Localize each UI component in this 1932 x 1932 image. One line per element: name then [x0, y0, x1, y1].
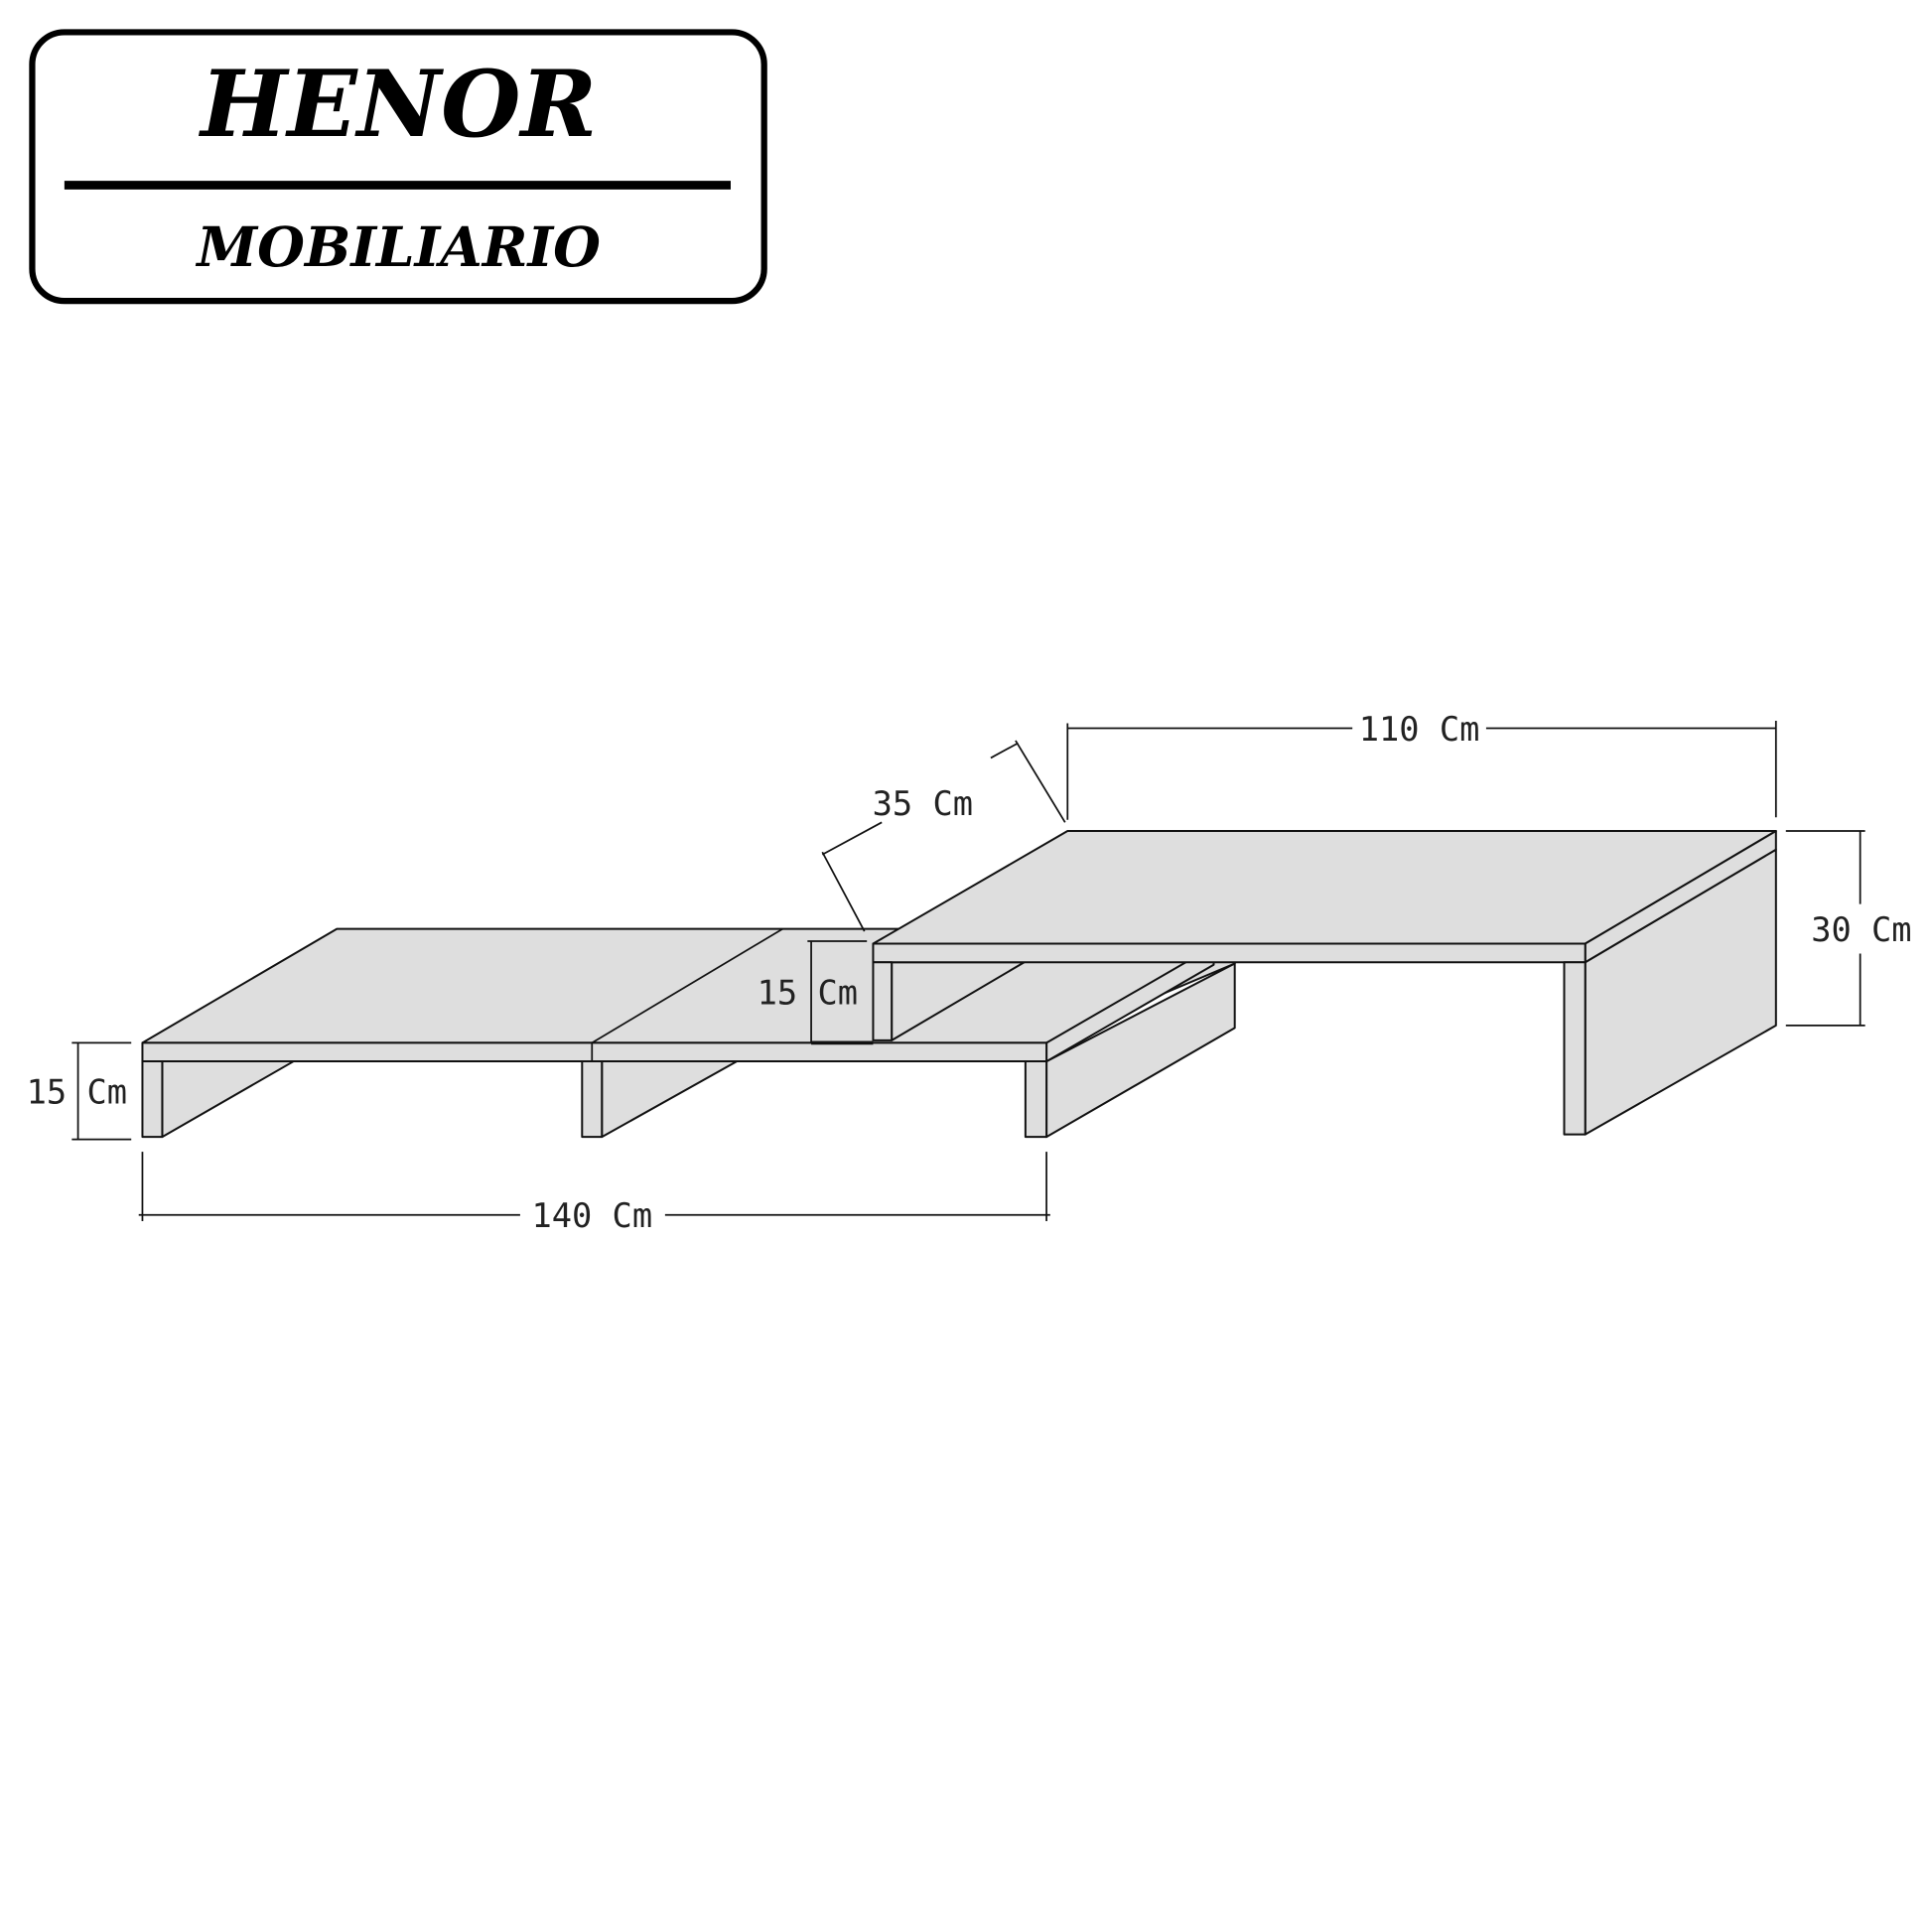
logo-subtitle: MOBILIARIO [195, 214, 601, 279]
lower-leg-left [141, 1060, 164, 1139]
logo-frame [29, 29, 767, 305]
dimension-top-height: 30 Cm [1785, 830, 1912, 1027]
dim-110-label: 110 Cm [1359, 710, 1480, 749]
lower-leg-mid [581, 1060, 604, 1139]
dimension-step-height: 15 Cm [758, 940, 874, 1045]
dim-140-label: 140 Cm [531, 1196, 652, 1235]
dimension-base-height: 15 Cm [27, 1041, 132, 1141]
upper-leg-right [1563, 961, 1587, 1136]
upper-leg-left [872, 961, 894, 1041]
lower-leg-right [1024, 1060, 1048, 1139]
lower-section-seam [591, 927, 783, 1044]
dimension-base-width: 140 Cm [138, 1152, 1050, 1235]
logo-divider [64, 181, 731, 190]
dim-15-base-label: 15 Cm [27, 1072, 127, 1111]
logo-brand: HENOR [198, 50, 597, 158]
lower-left-leg-side [161, 1060, 295, 1139]
dim-30-label: 30 Cm [1811, 910, 1911, 949]
dim-15-step-label: 15 Cm [758, 974, 858, 1013]
lower-top-front [141, 1041, 1048, 1063]
dimension-top-width: 110 Cm [1066, 710, 1777, 820]
upper-top-front [872, 942, 1587, 964]
logo: HENOR MOBILIARIO [29, 29, 767, 305]
dim-35-label: 35 Cm [873, 784, 973, 823]
lower-mid-leg-side [601, 1060, 739, 1139]
upper-shelf [872, 830, 1777, 1136]
dimension-depth: 35 Cm [821, 740, 1066, 932]
